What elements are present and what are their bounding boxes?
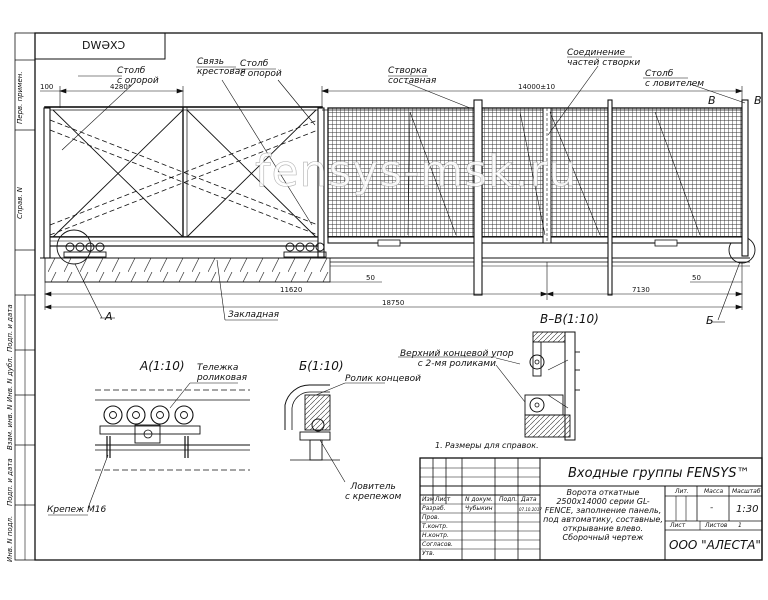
callout-zakladnaya: Закладная [228, 310, 280, 320]
tb-masshtab-label: Масштаб [732, 488, 761, 495]
stamp-podp-data-2: Подп. и дата [6, 458, 14, 506]
title-detail-b: Б(1:10) [299, 359, 344, 373]
callout-stolb-s-lovitelem: Столб с ловителем [645, 69, 705, 89]
callout-lovitel: Ловитель с крепежом [345, 482, 402, 502]
tb-col-podp: Подп. [499, 496, 518, 503]
tb-list-label: Лист [670, 522, 686, 529]
callout-telezhka: Тележка роликовая [197, 363, 247, 383]
callout-rolik-koncevoi: Ролик концевой [345, 374, 421, 384]
tb-row-nkontr: Н.контр. [422, 532, 449, 539]
roller-trolley-right [283, 242, 327, 258]
tb-col-izm: Изм [422, 496, 435, 503]
stamp-sprav-no: Справ. N [16, 186, 24, 219]
tb-massa-value: - [710, 503, 714, 513]
stamp-perv-primen: Перв. примен. [16, 71, 24, 124]
title-organization: ООО "АЛЕСТА" [669, 538, 761, 552]
detail-a-drawing [48, 382, 250, 516]
detail-b-drawing [284, 382, 385, 483]
callout-soedinenie-chastei: Соединение частей створки [567, 48, 641, 68]
dim-100: 100 [40, 83, 54, 91]
dim-7130: 7130 [632, 286, 650, 294]
tb-razrab-name: Чубыкин [465, 505, 493, 512]
callout-krepezh: Крепеж М16 [47, 505, 107, 515]
title-description: Ворота откатные 2500х14000 серии GL-FENC… [543, 488, 663, 542]
title-detail-a: А(1:10) [140, 359, 185, 373]
ground-foundation [40, 257, 750, 283]
tb-row-tkontr: Т.контр. [422, 523, 449, 530]
dim-14000: 14000±10 [518, 83, 556, 91]
tb-listov-value: 1 [738, 522, 742, 529]
marker-a: А [105, 310, 113, 323]
tb-lit-label: Лит. [675, 488, 689, 495]
tb-razrab-date: 07.10.2017 [519, 507, 542, 512]
tb-row-razrab: Разраб. [422, 505, 446, 512]
callout-stolb-s-oporoi-mid: Столб с опорой [240, 59, 282, 79]
tb-row-soglasov: Согласов. [422, 541, 453, 548]
dim-50-right: 50 [692, 274, 701, 282]
tb-col-ndokum: N докум. [465, 496, 493, 503]
dim-18750: 18750 [382, 299, 405, 307]
marker-v-right: В [754, 94, 762, 107]
watermark-text: fensys-msk.ru [255, 146, 578, 198]
tb-listov-label: Листов [705, 522, 728, 529]
title-section-vv: В–В(1:10) [540, 312, 599, 326]
callout-verhnii-upor: Верхний концевой упор с 2-мя роликами [400, 349, 514, 369]
stamp-inv-podl: Инв. N подл. [6, 515, 14, 562]
roller-trolley-left [63, 242, 107, 258]
sheet-frame [14, 32, 763, 561]
tb-col-data: Дата [521, 496, 537, 503]
tb-massa-label: Масса [704, 488, 724, 495]
drawing-code: DWƏXƆ [82, 39, 126, 52]
tb-col-list: Лист [435, 496, 451, 503]
marker-v-left: В [708, 94, 716, 107]
stamp-vzam-inv: Взам. инв. N [6, 404, 14, 450]
dim-4280: 4280* [110, 83, 132, 91]
title-company-heading: Входные группы FENSYS™ [568, 466, 750, 481]
main-dimension-lines [40, 86, 743, 310]
callout-svyaz-krestovaya: Связь крестовая [197, 57, 246, 77]
tb-row-utv: Утв. [422, 550, 435, 557]
marker-b: Б [706, 314, 714, 327]
gate-leaf-panels [322, 99, 749, 296]
callout-stvorka-sostavnaya: Створка составная [388, 66, 437, 86]
counterweight-frame [43, 106, 756, 265]
leader-lines [61, 56, 746, 323]
note-sizes: 1. Размеры для справок. [435, 441, 539, 450]
callout-stolb-s-oporoi-left: Столб с опорой [117, 66, 159, 86]
tb-masshtab-value: 1:30 [736, 504, 759, 515]
title-block-grid [419, 457, 763, 561]
dim-50-left: 50 [366, 274, 375, 282]
section-vv-drawing [398, 331, 580, 441]
dim-11620: 11620 [280, 286, 303, 294]
tb-row-prov: Пров. [422, 514, 440, 521]
